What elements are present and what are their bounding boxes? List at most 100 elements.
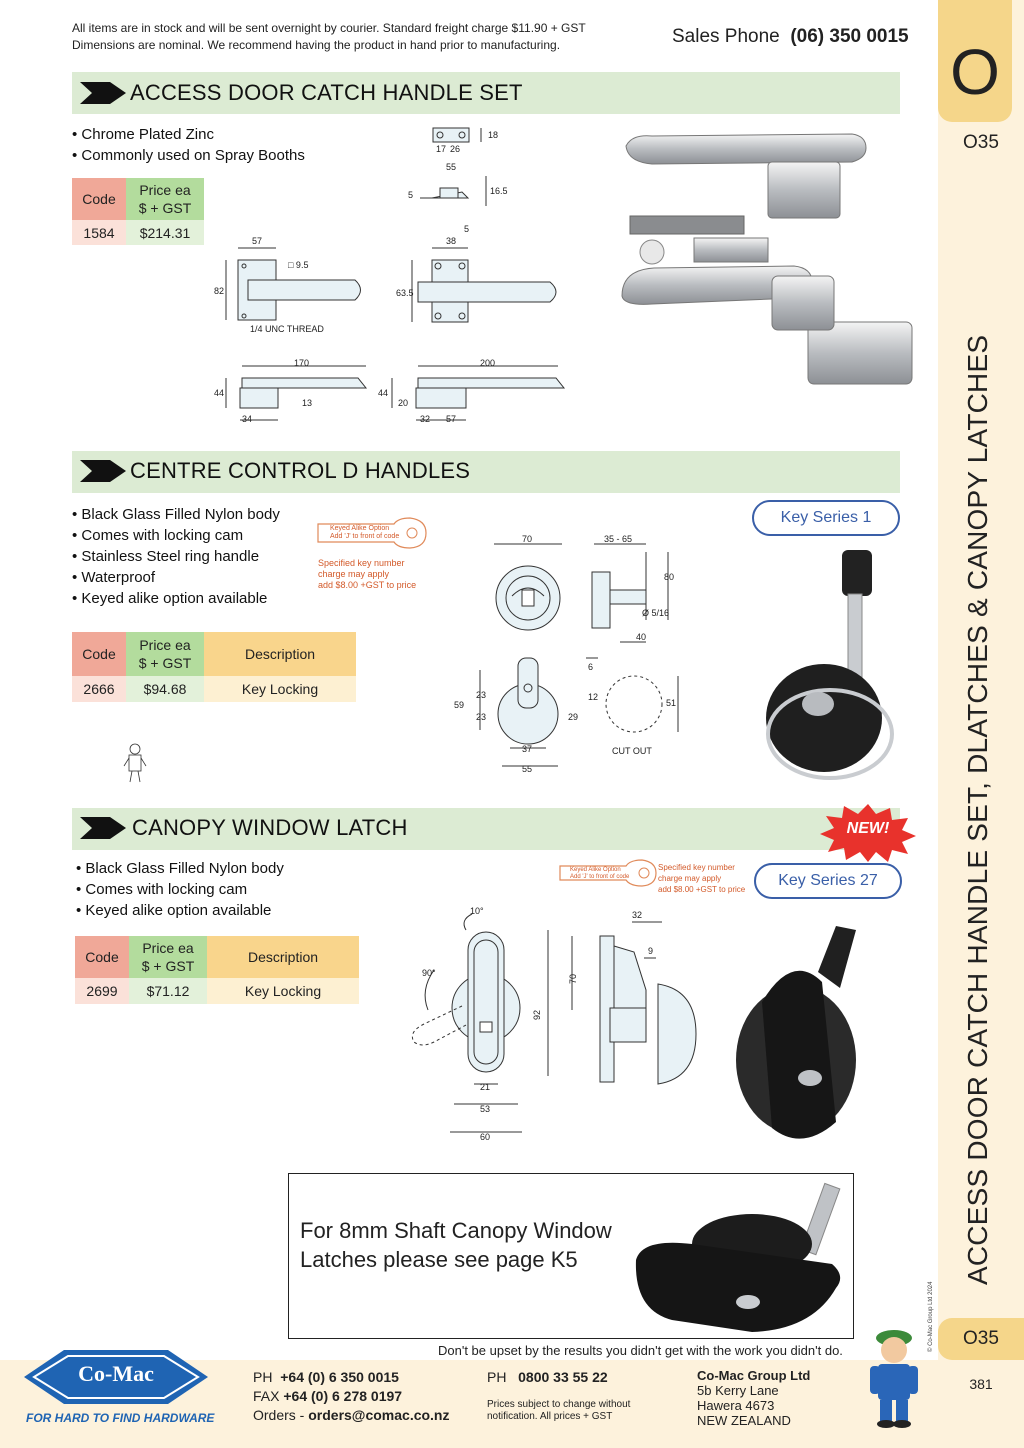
section-bar-access <box>72 72 900 114</box>
cell-description: Key Locking <box>207 978 359 1004</box>
section-bar-centre <box>72 451 900 493</box>
shaft-info-box <box>288 1173 854 1339</box>
dim-5b: 5 <box>464 224 469 234</box>
dim-18: 18 <box>488 130 498 140</box>
header-code: Code <box>72 178 126 220</box>
price-table-centre: Code Price ea $ + GST Description 2666 $… <box>72 632 356 702</box>
header-price-line1: Price ea <box>139 182 191 198</box>
mascot-icon <box>870 1330 918 1428</box>
key-series-badge-1[interactable]: Key Series 1 <box>752 500 900 536</box>
dim-thread: 1/4 UNC THREAD <box>250 324 324 334</box>
header-description: Description <box>207 936 359 978</box>
dim-26: 26 <box>450 144 460 154</box>
dim-5a: 5 <box>408 190 413 200</box>
dim-80: 80 <box>664 572 674 582</box>
header-price-line1: Price ea <box>139 637 191 653</box>
shaft-info-text: For 8mm Shaft Canopy Window Latches plea… <box>300 1216 612 1274</box>
orders-email[interactable]: orders@comac.co.nz <box>308 1407 450 1423</box>
dim-57: 57 <box>252 236 262 246</box>
section-letter: O <box>950 36 1000 108</box>
bullets-canopy: • Black Glass Filled Nylon body • Comes … <box>76 858 284 921</box>
table-row: 2666 $94.68 Key Locking <box>72 676 356 702</box>
dim-90: 90° <box>422 968 436 978</box>
price-table-access: Code Price ea $ + GST 1584 $214.31 <box>72 178 204 245</box>
sales-label: Sales Phone <box>672 26 780 47</box>
dim-35-65: 35 - 65 <box>604 534 632 544</box>
price-table-canopy: Code Price ea $ + GST Description 2699 $… <box>75 936 359 1004</box>
dim-38: 38 <box>446 236 456 246</box>
dim-51: 51 <box>666 698 676 708</box>
right-sidebar <box>938 0 1024 1448</box>
bullet-item: • Black Glass Filled Nylon body <box>72 506 280 523</box>
key-note-line2: charge may apply <box>658 874 722 883</box>
dim-70: 70 <box>568 974 578 984</box>
dim-5-16: Ø 5/16 <box>642 608 669 618</box>
sales-phone: Sales Phone (06) 350 0015 <box>672 26 909 48</box>
sales-number[interactable]: (06) 350 0015 <box>790 26 909 47</box>
fax-number[interactable]: +64 (0) 6 278 0197 <box>283 1388 403 1404</box>
header-price-line2: $ + GST <box>138 200 192 216</box>
page-code-tab <box>938 1318 1024 1360</box>
dim-23b: 23 <box>476 712 486 722</box>
ph2-label: PH <box>487 1369 507 1385</box>
dim-34: 34 <box>242 414 252 424</box>
cell-code: 1584 <box>72 220 126 245</box>
section-title-centre: CENTRE CONTROL D HANDLES <box>130 458 471 483</box>
key-note-canopy: Specified key number charge may apply ad… <box>658 862 745 895</box>
section-title-access: ACCESS DOOR CATCH HANDLE SET <box>130 80 523 105</box>
page-number: 381 <box>969 1376 993 1392</box>
dim-21: 21 <box>480 1082 490 1092</box>
ph2-number[interactable]: 0800 33 55 22 <box>518 1369 608 1385</box>
access-door-photo <box>621 133 913 385</box>
key-series-badge-27[interactable]: Key Series 27 <box>754 863 902 899</box>
header-price-line2: $ + GST <box>138 655 192 671</box>
page-code-bottom: O35 <box>963 1328 999 1349</box>
centre-control-drawings: 70 35 - 65 80 Ø 5/16 40 6 59 23 23 29 12… <box>454 534 679 774</box>
dim-29: 29 <box>568 712 578 722</box>
notice-line-2: Dimensions are nominal. We recommend hav… <box>72 38 561 52</box>
dim-12: 12 <box>588 692 598 702</box>
dim-37: 37 <box>522 744 532 754</box>
dim-92: 92 <box>532 1010 542 1020</box>
dim-200: 200 <box>480 358 495 368</box>
motivational-quote: Don't be upset by the results you didn't… <box>438 1343 843 1358</box>
mascot-small-icon <box>123 743 147 783</box>
new-badge-text: NEW! <box>846 820 890 837</box>
table-row: 1584 $214.31 <box>72 220 204 245</box>
address-line-1: 5b Kerry Lane <box>697 1383 779 1398</box>
dim-20: 20 <box>398 398 408 408</box>
dim-70: 70 <box>522 534 532 544</box>
dim-6: 6 <box>588 662 593 672</box>
key-note-line3: add $8.00 +GST to price <box>318 580 417 590</box>
key-tag-icon <box>559 859 657 887</box>
company-name: Co-Mac Group Ltd <box>697 1368 811 1383</box>
key-tag-text-canopy: Keyed Alike Option Add 'J' to front of c… <box>570 867 629 881</box>
key-tag-line2: Add 'J' to front of code <box>570 874 630 880</box>
dim-82: 82 <box>214 286 224 296</box>
dim-44b: 44 <box>378 388 388 398</box>
ph-number[interactable]: +64 (0) 6 350 0015 <box>280 1369 399 1385</box>
centre-control-photo <box>766 550 894 780</box>
dim-23a: 23 <box>476 690 486 700</box>
key-tag-line1: Keyed Alike Option <box>330 525 390 532</box>
section-arrow-icon <box>80 817 126 839</box>
header-price: Price ea $ + GST <box>126 178 204 220</box>
dim-13: 13 <box>302 398 312 408</box>
cell-price: $71.12 <box>129 978 207 1004</box>
new-badge-icon <box>820 804 916 862</box>
header-notice: All items are in stock and will be sent … <box>72 20 586 54</box>
vertical-title: ACCESS DOOR CATCH HANDLE SET, DLATCHES &… <box>962 334 993 1285</box>
key-tag-icon <box>317 517 427 549</box>
comac-logo-icon[interactable] <box>24 1346 208 1408</box>
cell-price: $214.31 <box>126 220 204 245</box>
dim-59: 59 <box>454 700 464 710</box>
t-handle-photo <box>635 1182 841 1332</box>
header-price-line1: Price ea <box>142 940 194 956</box>
dim-32: 32 <box>420 414 430 424</box>
address-line-3: NEW ZEALAND <box>697 1413 791 1428</box>
address-line-2: Hawera 4673 <box>697 1398 775 1413</box>
cell-description: Key Locking <box>204 676 356 702</box>
header-description: Description <box>204 632 356 676</box>
bullets-centre: • Black Glass Filled Nylon body • Comes … <box>72 504 280 609</box>
key-tag-line2: Add 'J' to front of code <box>330 533 400 540</box>
